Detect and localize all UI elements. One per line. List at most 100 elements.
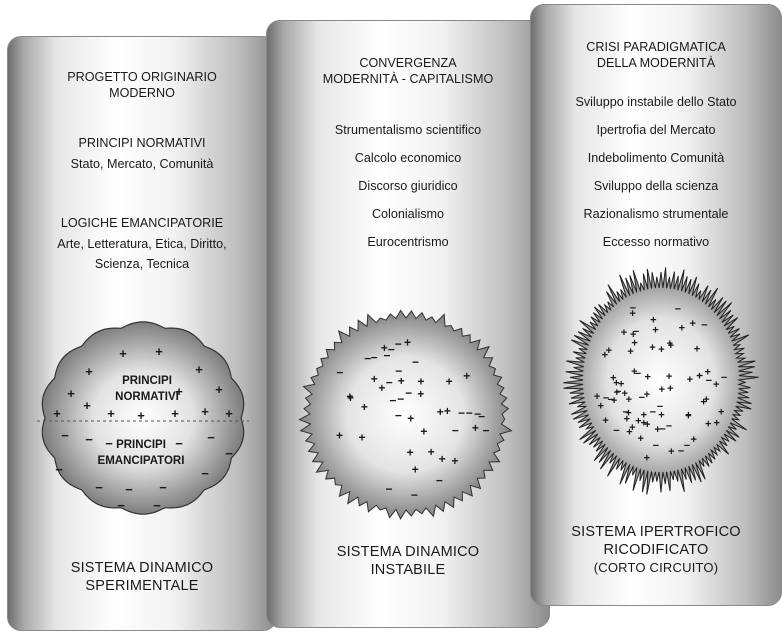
plus-sign: + xyxy=(610,373,616,385)
minus-sign: − xyxy=(706,375,712,387)
plus-sign: + xyxy=(201,404,209,419)
plus-sign: + xyxy=(346,389,353,403)
plus-sign: + xyxy=(611,395,617,407)
footer-line: SISTEMA IPERTROFICO xyxy=(571,524,741,540)
minus-sign: − xyxy=(721,372,727,384)
plus-sign: + xyxy=(685,409,691,421)
plus-sign: + xyxy=(371,372,378,386)
minus-sign: − xyxy=(639,392,645,404)
list-item: Sviluppo instabile dello Stato xyxy=(575,95,737,109)
minus-sign: − xyxy=(678,446,684,458)
plus-sign: + xyxy=(606,345,612,357)
minus-sign: − xyxy=(395,364,402,378)
minus-sign: − xyxy=(125,482,133,497)
panel2-heading: CONVERGENZA MODERNITÀ - CAPITALISMO xyxy=(267,55,549,87)
plus-sign: + xyxy=(602,415,608,427)
minus-sign: − xyxy=(388,343,395,357)
minus-sign: − xyxy=(153,498,161,513)
plus-sign: + xyxy=(689,318,695,330)
minus-sign: − xyxy=(85,432,93,447)
minus-sign: − xyxy=(666,421,672,433)
plus-sign: + xyxy=(630,329,636,341)
plus-sign: + xyxy=(650,314,656,326)
panel1-normative-section: PRINCIPI NORMATIVI Stato, Mercato, Comun… xyxy=(8,135,276,172)
plus-sign: + xyxy=(679,322,685,334)
plus-sign: + xyxy=(53,406,61,421)
list-item: Discorso giuridico xyxy=(358,179,458,193)
plus-sign: + xyxy=(404,336,411,350)
plus-sign: + xyxy=(412,462,419,476)
footer-line: INSTABILE xyxy=(370,562,446,578)
plus-sign: + xyxy=(602,349,608,361)
minus-sign: − xyxy=(436,473,443,487)
plus-sign: + xyxy=(658,410,664,422)
plus-sign: + xyxy=(594,391,600,403)
plus-sign: + xyxy=(439,452,446,466)
plus-sign: + xyxy=(668,340,674,352)
panel-original-project: PROGETTO ORIGINARIO MODERNO PRINCIPI NOR… xyxy=(7,36,277,631)
plus-sign: + xyxy=(685,411,691,423)
plus-sign: + xyxy=(171,406,179,421)
minus-sign: − xyxy=(633,326,639,338)
minus-sign: − xyxy=(225,446,233,461)
plus-sign: + xyxy=(361,400,368,414)
plus-sign: + xyxy=(641,418,647,430)
list-item: Razionalismo strumentale xyxy=(583,207,729,221)
plus-sign: + xyxy=(446,375,453,389)
minus-sign: − xyxy=(201,466,209,481)
minus-sign: − xyxy=(336,366,343,380)
plus-sign: + xyxy=(407,445,414,459)
section-text: Scienza, Tecnica xyxy=(94,257,190,271)
footer-note: (CORTO CIRCUITO) xyxy=(593,560,719,575)
plus-sign: + xyxy=(666,371,672,383)
minus-sign: − xyxy=(653,440,659,452)
list-item: Strumentalismo scientifico xyxy=(334,123,482,137)
section-title: LOGICHE EMANCIPATORIE xyxy=(60,216,224,230)
plus-sign: + xyxy=(659,384,665,396)
sphere-top-label: PRINCIPI xyxy=(122,375,172,387)
minus-sign: − xyxy=(675,303,681,315)
list-item: Eccesso normativo xyxy=(602,235,710,249)
heading-line: DELLA MODERNITÀ xyxy=(596,56,716,70)
minus-sign: − xyxy=(657,401,663,413)
minus-sign: − xyxy=(452,424,459,438)
plus-sign: + xyxy=(652,324,658,336)
panel2-items: Strumentalismo scientifico Calcolo econo… xyxy=(267,116,549,256)
panel1-emancipatory-section: LOGICHE EMANCIPATORIE Arte, Letteratura,… xyxy=(8,215,276,272)
plus-sign: + xyxy=(437,405,444,419)
plus-sign: + xyxy=(667,383,673,395)
sphere-hypertrophic: −++−++++−++−+++++++++−−+++−−−+−+++++++−+… xyxy=(563,267,759,495)
plus-sign: + xyxy=(381,341,388,355)
sphere-bottom-label: EMANCIPATORI xyxy=(98,455,185,467)
plus-sign: + xyxy=(107,406,115,421)
plus-sign: + xyxy=(155,344,163,359)
plus-sign: + xyxy=(667,338,673,350)
plus-sign: + xyxy=(398,374,405,388)
plus-sign: + xyxy=(195,362,203,377)
minus-sign: − xyxy=(615,386,621,398)
minus-sign: − xyxy=(117,498,125,513)
footer-line: SISTEMA DINAMICO xyxy=(336,544,480,560)
minus-sign: − xyxy=(55,462,63,477)
minus-sign: − xyxy=(411,488,418,502)
sphere-signs: −++−++++−++−+++++++++−−+++−−−+−+++++++−+… xyxy=(594,303,727,465)
minus-sign: − xyxy=(650,406,656,418)
panel3-heading: CRISI PARADIGMATICA DELLA MODERNITÀ xyxy=(531,39,781,71)
minus-sign: − xyxy=(95,480,103,495)
plus-sign: + xyxy=(137,408,145,423)
plus-sign: + xyxy=(358,430,365,444)
heading-line: CRISI PARADIGMATICA xyxy=(586,40,726,54)
sphere-top-label: NORMATIVI xyxy=(115,391,179,403)
plus-sign: + xyxy=(472,421,479,435)
minus-sign: − xyxy=(383,348,390,362)
minus-sign: − xyxy=(697,370,703,382)
minus-sign: − xyxy=(474,407,481,421)
minus-sign: − xyxy=(412,355,419,369)
plus-sign: + xyxy=(713,379,719,391)
sphere-outline xyxy=(41,321,245,515)
plus-sign: + xyxy=(119,346,127,361)
minus-sign: − xyxy=(175,436,183,451)
plus-sign: + xyxy=(690,434,696,446)
panel1-heading: PROGETTO ORIGINARIO MODERNO xyxy=(8,69,276,101)
footer-line: RICODIFICATO xyxy=(603,542,709,558)
